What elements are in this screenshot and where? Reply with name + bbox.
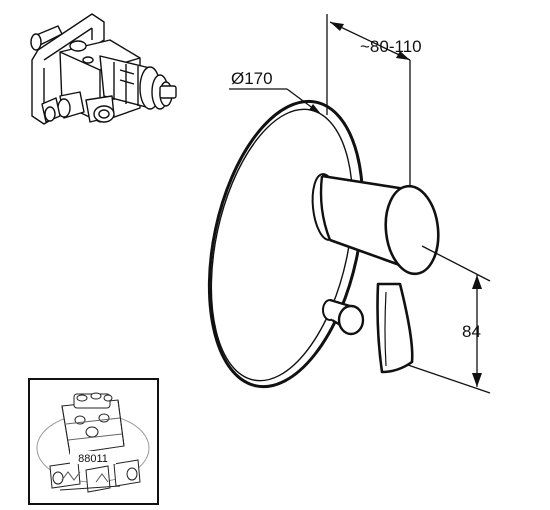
projection-label: ~80-110 <box>360 37 422 56</box>
rough-in-part-number: 88011 <box>78 453 108 465</box>
rough-in-set-inset: 88011 <box>28 378 159 505</box>
diverter-knob <box>322 298 365 336</box>
height-label: 84 <box>462 322 481 341</box>
projection-dimension <box>326 14 411 185</box>
lever-handle <box>311 173 440 374</box>
diameter-dimension <box>229 88 321 114</box>
diameter-label: Ø170 <box>231 69 273 88</box>
rough-in-valve-illustration <box>30 13 177 125</box>
height-dimension <box>407 245 491 394</box>
